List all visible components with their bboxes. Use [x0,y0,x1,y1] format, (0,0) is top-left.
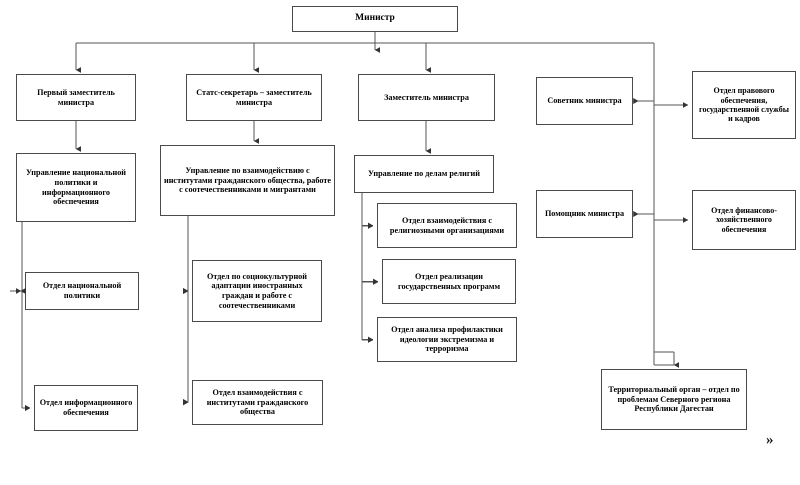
node-label: Министр [355,13,395,24]
node-assistant[interactable]: Помощник министра [536,190,633,238]
node-label: Отдел взаимодействия с религиозными орга… [389,215,505,235]
node-national-policy-dir[interactable]: Управление национальной политики и инфор… [16,153,136,222]
node-label: Территориальный орган – отдел по проблем… [608,384,740,414]
tail-guillemet: » [766,432,774,448]
node-label: Советник министра [547,96,622,106]
node-label: Отдел информационного обеспечения [39,398,133,417]
node-finance-dept[interactable]: Отдел финансово-хозяйственного обеспечен… [692,190,796,250]
node-legal-dept[interactable]: Отдел правового обеспечения, государстве… [692,71,796,139]
node-religious-orgs-dept[interactable]: Отдел взаимодействия с религиозными орга… [377,203,517,248]
node-extremism-analysis-dept[interactable]: Отдел анализа профилактики идеологии экс… [377,317,517,362]
node-deputy-minister[interactable]: Заместитель министра [358,74,495,121]
node-state-programs-dept[interactable]: Отдел реализации государственных програм… [382,259,516,304]
node-sociocultural-dept[interactable]: Отдел по социокультурной адаптации иност… [192,260,322,322]
node-label: Отдел финансово-хозяйственного обеспечен… [711,205,777,234]
node-label: Управление по делам религий [368,169,480,179]
node-label: Статс-секретарь – заместитель министра [196,87,312,107]
node-first-deputy[interactable]: Первый заместитель министра [16,74,136,121]
node-territorial-body[interactable]: Территориальный орган – отдел по проблем… [601,369,747,430]
node-info-support-dept[interactable]: Отдел информационного обеспечения [34,385,138,431]
node-label: Отдел правового обеспечения, государстве… [699,86,789,124]
node-label: Отдел реализации государственных програм… [397,271,501,291]
node-label: Заместитель министра [384,92,469,102]
node-label: Отдел взаимодействия с институтами гражд… [206,387,309,417]
node-religion-dir[interactable]: Управление по делам религий [354,155,494,193]
node-label: Управление национальной политики и инфор… [25,168,127,207]
node-minister[interactable]: Министр [292,6,458,32]
node-civil-institutions-dept[interactable]: Отдел взаимодействия с институтами гражд… [192,380,323,425]
node-label: Первый заместитель министра [37,87,115,107]
node-label: Управление по взаимодействию с института… [164,165,331,195]
node-label: Отдел национальной политики [42,281,122,300]
node-label: Отдел по социокультурной адаптации иност… [206,271,307,310]
node-state-secretary[interactable]: Статс-секретарь – заместитель министра [186,74,322,121]
node-label: Отдел анализа профилактики идеологии экс… [391,324,503,354]
node-civil-society-dir[interactable]: Управление по взаимодействию с института… [160,145,335,216]
node-national-policy-dept[interactable]: Отдел национальной политики [25,272,139,310]
node-adviser[interactable]: Советник министра [536,77,633,125]
node-label: Помощник министра [544,209,625,219]
